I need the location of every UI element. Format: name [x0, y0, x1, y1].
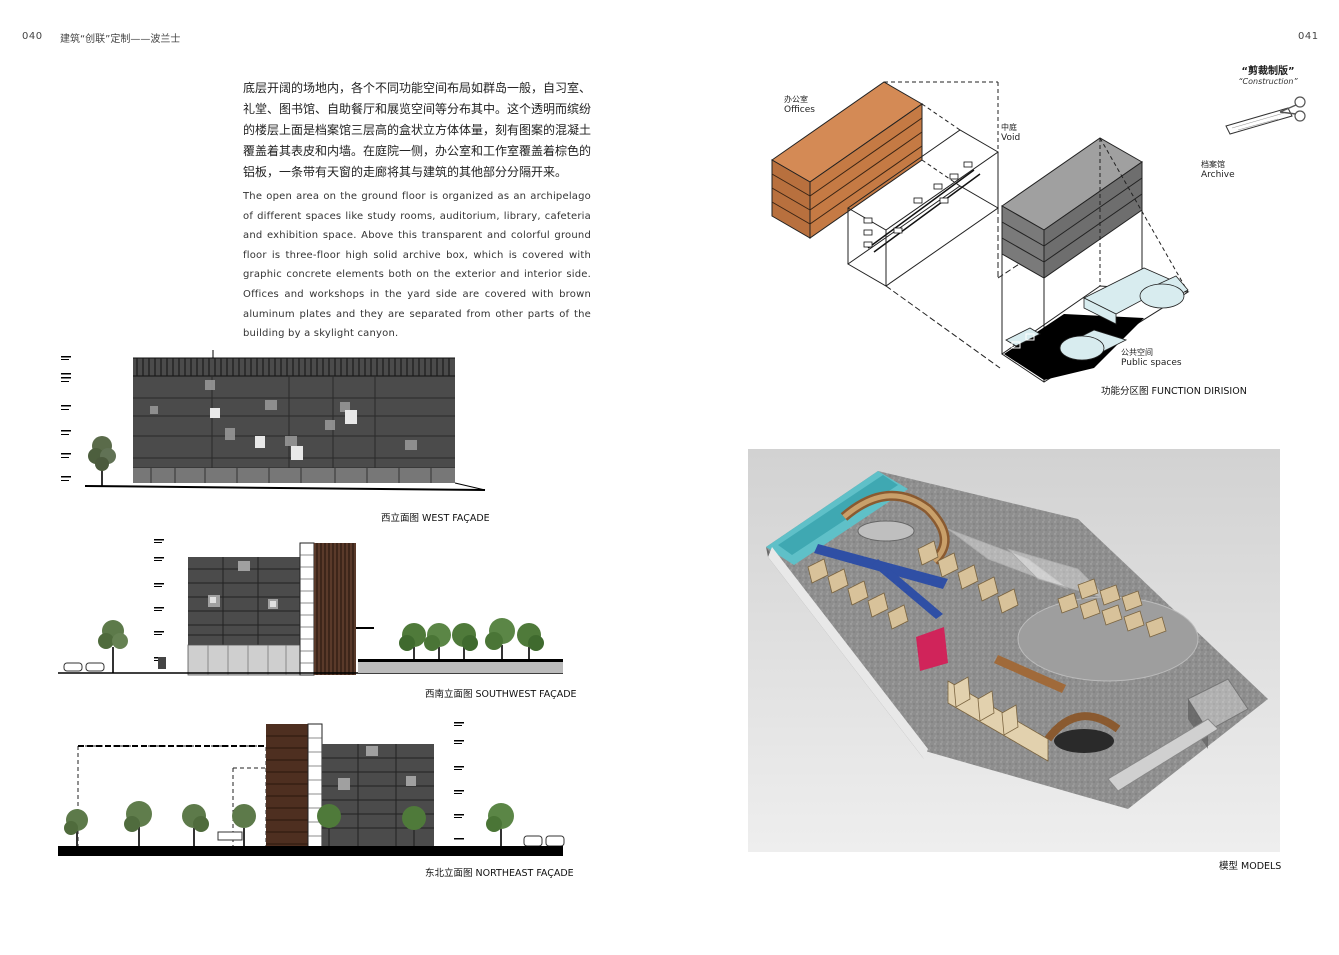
tree-icon [182, 804, 209, 854]
function-division-caption: 功能分区图 FUNCTION DIRISION [1101, 386, 1247, 397]
tree-icon [232, 804, 256, 854]
offices-label-en: Offices [784, 105, 815, 115]
tree-icon [402, 806, 426, 854]
right-page-number: 041 [1298, 31, 1319, 42]
archive-label-cn: 档案馆 [1201, 160, 1225, 169]
void-label-en: Void [1001, 133, 1021, 143]
northeast-facade-drawing [58, 718, 568, 860]
northeast-facade-caption: 东北立面图 NORTHEAST FAÇADE [425, 868, 574, 879]
offices-label-cn: 办公室 [784, 95, 808, 104]
chinese-paragraph: 底层开阔的场地内，各个不同功能空间布局如群岛一般，自习室、礼堂、图书馆、自助餐厅… [243, 81, 592, 179]
stamp-subtitle: “Construction” [1238, 77, 1298, 86]
construction-stamp: “剪裁制版” “Construction” [1218, 62, 1318, 142]
tree-icon [88, 436, 116, 486]
tree-icon [124, 801, 152, 854]
archive-label-en: Archive [1201, 170, 1235, 180]
english-paragraph: The open area on the ground floor is org… [243, 191, 591, 340]
scissors-icon [1225, 96, 1306, 135]
southwest-facade-caption: 西南立面图 SOUTHWEST FAÇADE [425, 689, 577, 700]
models-caption: 模型 MODELS [1219, 861, 1282, 872]
public-label-cn: 公共空间 [1121, 348, 1153, 357]
tree-icon [317, 804, 341, 854]
tree-icon [486, 803, 514, 854]
tree-icon [64, 809, 88, 854]
left-page-number: 040 [22, 31, 43, 42]
southwest-facade-drawing [58, 535, 568, 680]
tree-icon [98, 620, 128, 673]
function-division-diagram [764, 78, 1204, 388]
model-photo [748, 449, 1280, 852]
public-label-en: Public spaces [1121, 358, 1182, 368]
void-label-cn: 中庭 [1001, 123, 1017, 132]
west-facade-drawing [55, 350, 495, 495]
left-running-title: 建筑“创联”定制——波兰士 [60, 34, 181, 45]
west-facade-caption: 西立面图 WEST FAÇADE [381, 513, 490, 524]
stamp-title: “剪裁制版” [1241, 66, 1295, 77]
